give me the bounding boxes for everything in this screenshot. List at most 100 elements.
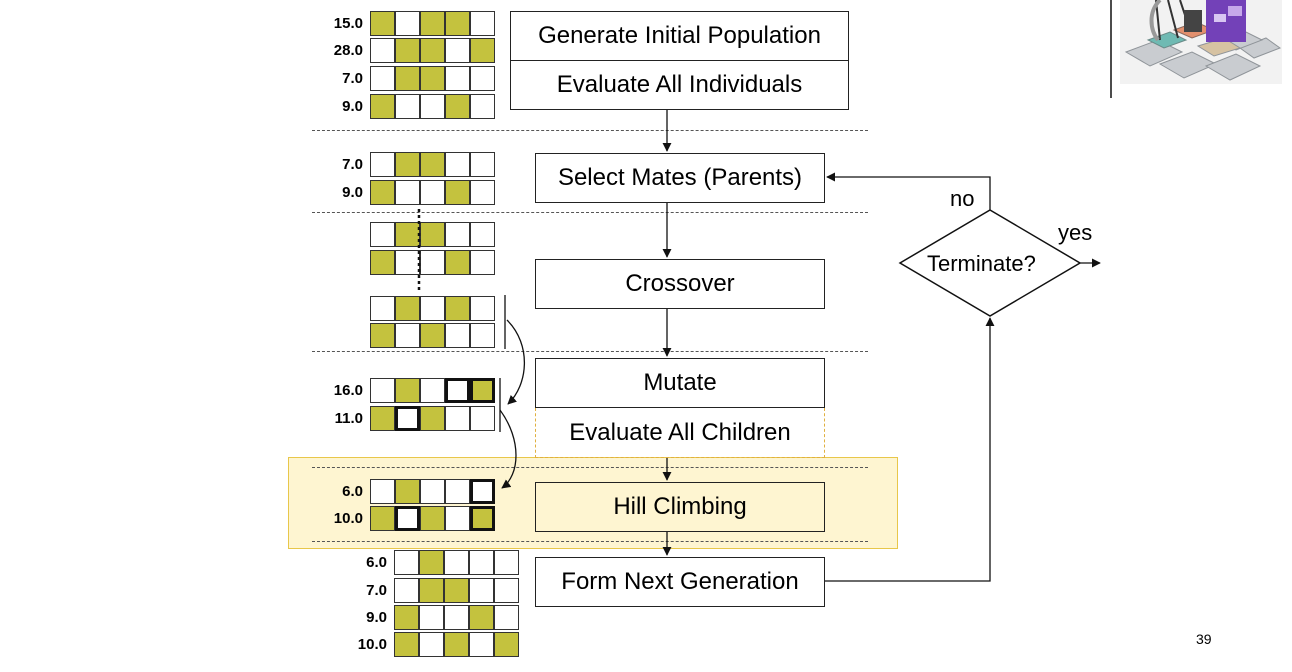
gene-cell [470,506,495,531]
fitness-label: 28.0 [333,42,363,59]
chromosome-row [394,605,519,630]
select-mates-box: Select Mates (Parents) [535,153,825,203]
gene-cell [444,605,469,630]
no-label: no [950,186,975,211]
gene-cell [469,578,494,603]
gene-cell [445,378,470,403]
hill-climbing-box: Hill Climbing [535,482,825,532]
gene-cell [420,323,445,348]
mutate-label: Mutate [643,369,717,396]
gene-cell [445,94,470,119]
gene-cell [494,578,519,603]
chromosome-row [370,250,495,275]
chromosome-row [370,152,495,177]
yes-label: yes [1058,220,1093,245]
gene-cell [394,605,419,630]
gene-cell [445,296,470,321]
gene-cell [370,406,395,431]
gene-cell [420,66,445,91]
crossover-label: Crossover [625,270,735,297]
separator-2 [312,212,868,213]
chromosome-row [394,550,519,575]
separator-4 [312,467,868,468]
gene-cell [470,378,495,403]
fitness-label: 9.0 [342,98,363,115]
separator-1 [312,130,868,131]
gene-cell [470,11,495,36]
fitness-label: 7.0 [342,70,363,87]
fitness-label: 7.0 [366,582,387,599]
gene-cell [444,578,469,603]
gene-cell [470,222,495,247]
gene-cell [445,406,470,431]
gene-cell [469,550,494,575]
gene-cell [419,578,444,603]
gene-cell [370,323,395,348]
gene-cell [469,605,494,630]
crossover-box: Crossover [535,259,825,309]
separator-5 [312,541,868,542]
gene-cell [420,38,445,63]
terminate-label: Terminate? [927,251,1036,276]
fitness-label: 7.0 [342,156,363,173]
gene-cell [395,406,420,431]
gene-cell [370,250,395,275]
terminate-diamond [898,209,1082,317]
gene-cell [420,94,445,119]
arrow-terminate-no [826,172,991,210]
gene-cell [445,152,470,177]
chromosome-row [370,323,495,348]
gene-cell [395,222,420,247]
fitness-label: 9.0 [366,609,387,626]
gene-cell [445,506,470,531]
arrow-form-to-terminate [825,317,995,582]
evaluate-children-box: Evaluate All Children [535,408,825,458]
curve-crossover-to-mutate [506,319,525,405]
gene-cell [370,66,395,91]
chromosome-row [370,479,495,504]
chromosome-row [370,38,495,63]
gene-cell [394,578,419,603]
chromosome-row [370,66,495,91]
gene-cell [445,11,470,36]
gene-cell [445,250,470,275]
gene-cell [494,632,519,657]
gene-cell [395,11,420,36]
gene-cell [419,632,444,657]
gene-cell [370,506,395,531]
gene-cell [370,152,395,177]
chromosome-row [370,378,495,403]
gene-cell [445,222,470,247]
gene-cell [395,180,420,205]
fitness-label: 10.0 [357,636,387,653]
mutate-box: Mutate [535,358,825,408]
gene-cell [470,296,495,321]
gene-cell [444,550,469,575]
chromosome-row [370,222,495,247]
gene-cell [470,66,495,91]
gene-cell [420,406,445,431]
page-number: 39 [1196,631,1212,647]
gene-cell [370,222,395,247]
gene-cell [395,94,420,119]
gene-cell [395,479,420,504]
gene-cell [370,94,395,119]
gene-cell [395,66,420,91]
gene-cell [494,605,519,630]
gene-cell [420,180,445,205]
gene-cell [445,323,470,348]
gene-cell [395,250,420,275]
gene-cell [445,180,470,205]
gene-cell [445,66,470,91]
gene-cell [470,38,495,63]
hill-climbing-label: Hill Climbing [613,493,747,520]
curve-mutate-to-hill [499,409,517,489]
gene-cell [470,323,495,348]
form-next-generation-label: Form Next Generation [561,568,799,595]
gene-cell [470,479,495,504]
chromosome-row [370,296,495,321]
chromosome-row [370,406,495,431]
separator-3 [312,351,868,352]
gene-cell [420,250,445,275]
gene-cell [370,11,395,36]
